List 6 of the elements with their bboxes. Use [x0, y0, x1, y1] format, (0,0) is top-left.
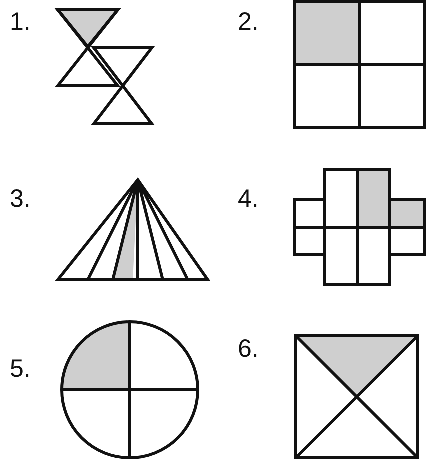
question-number: 4. [238, 185, 259, 213]
question-number: 6. [238, 335, 259, 363]
question-number: 3. [10, 185, 31, 213]
question-number: 1. [10, 8, 31, 36]
question-number: 2. [238, 8, 259, 36]
question-number: 5. [10, 355, 31, 383]
